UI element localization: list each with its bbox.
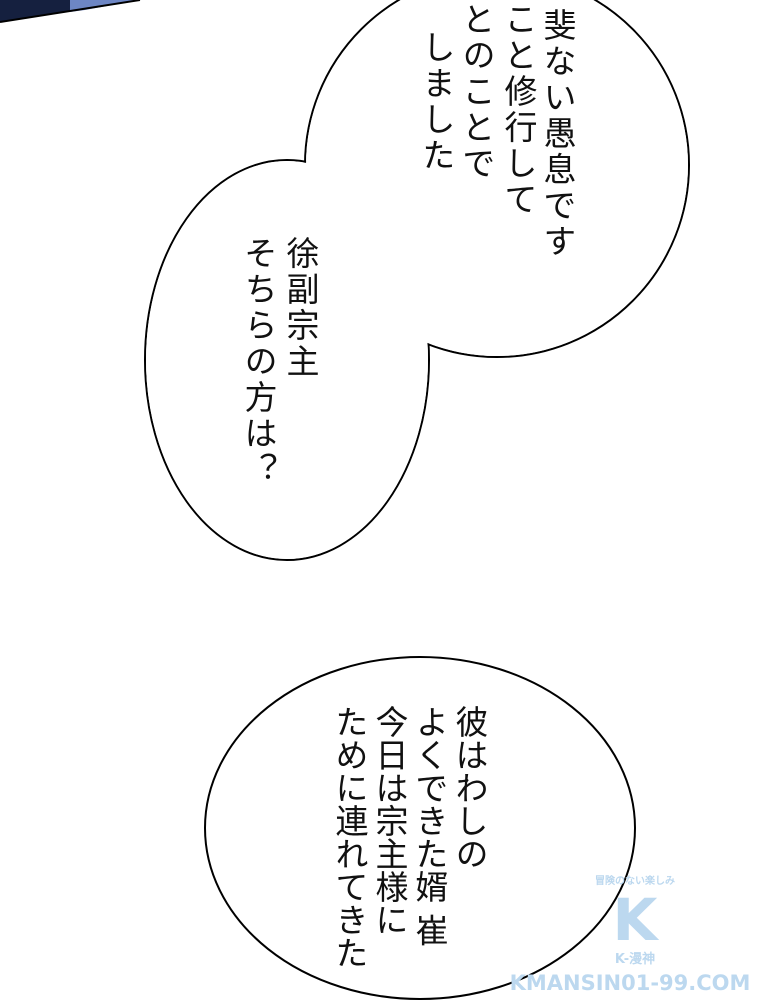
bubble-middle-line-2: そちらの方は？ [239,236,278,488]
bubble-bottom-line-1: 彼はわしの [450,705,489,870]
bubble-top-line-2: こと修行して [499,2,538,218]
bubble-middle-line-1: 徐副宗主 [281,236,320,380]
bubble-top-line-3: とのことで [457,2,496,182]
speech-bubble-middle [144,159,430,561]
bubble-top-line-1: 斐ない愚息です [538,8,577,260]
bubble-bottom-line-3: 今日は宗主様に [370,705,409,936]
bubble-top-line-4: しました [417,30,456,174]
bubble-bottom-line-2: よくできた婿 崔 [410,705,449,947]
bubble-bottom-line-4: ために連れてきた [330,705,369,969]
speech-bubble-bottom [204,656,636,1000]
